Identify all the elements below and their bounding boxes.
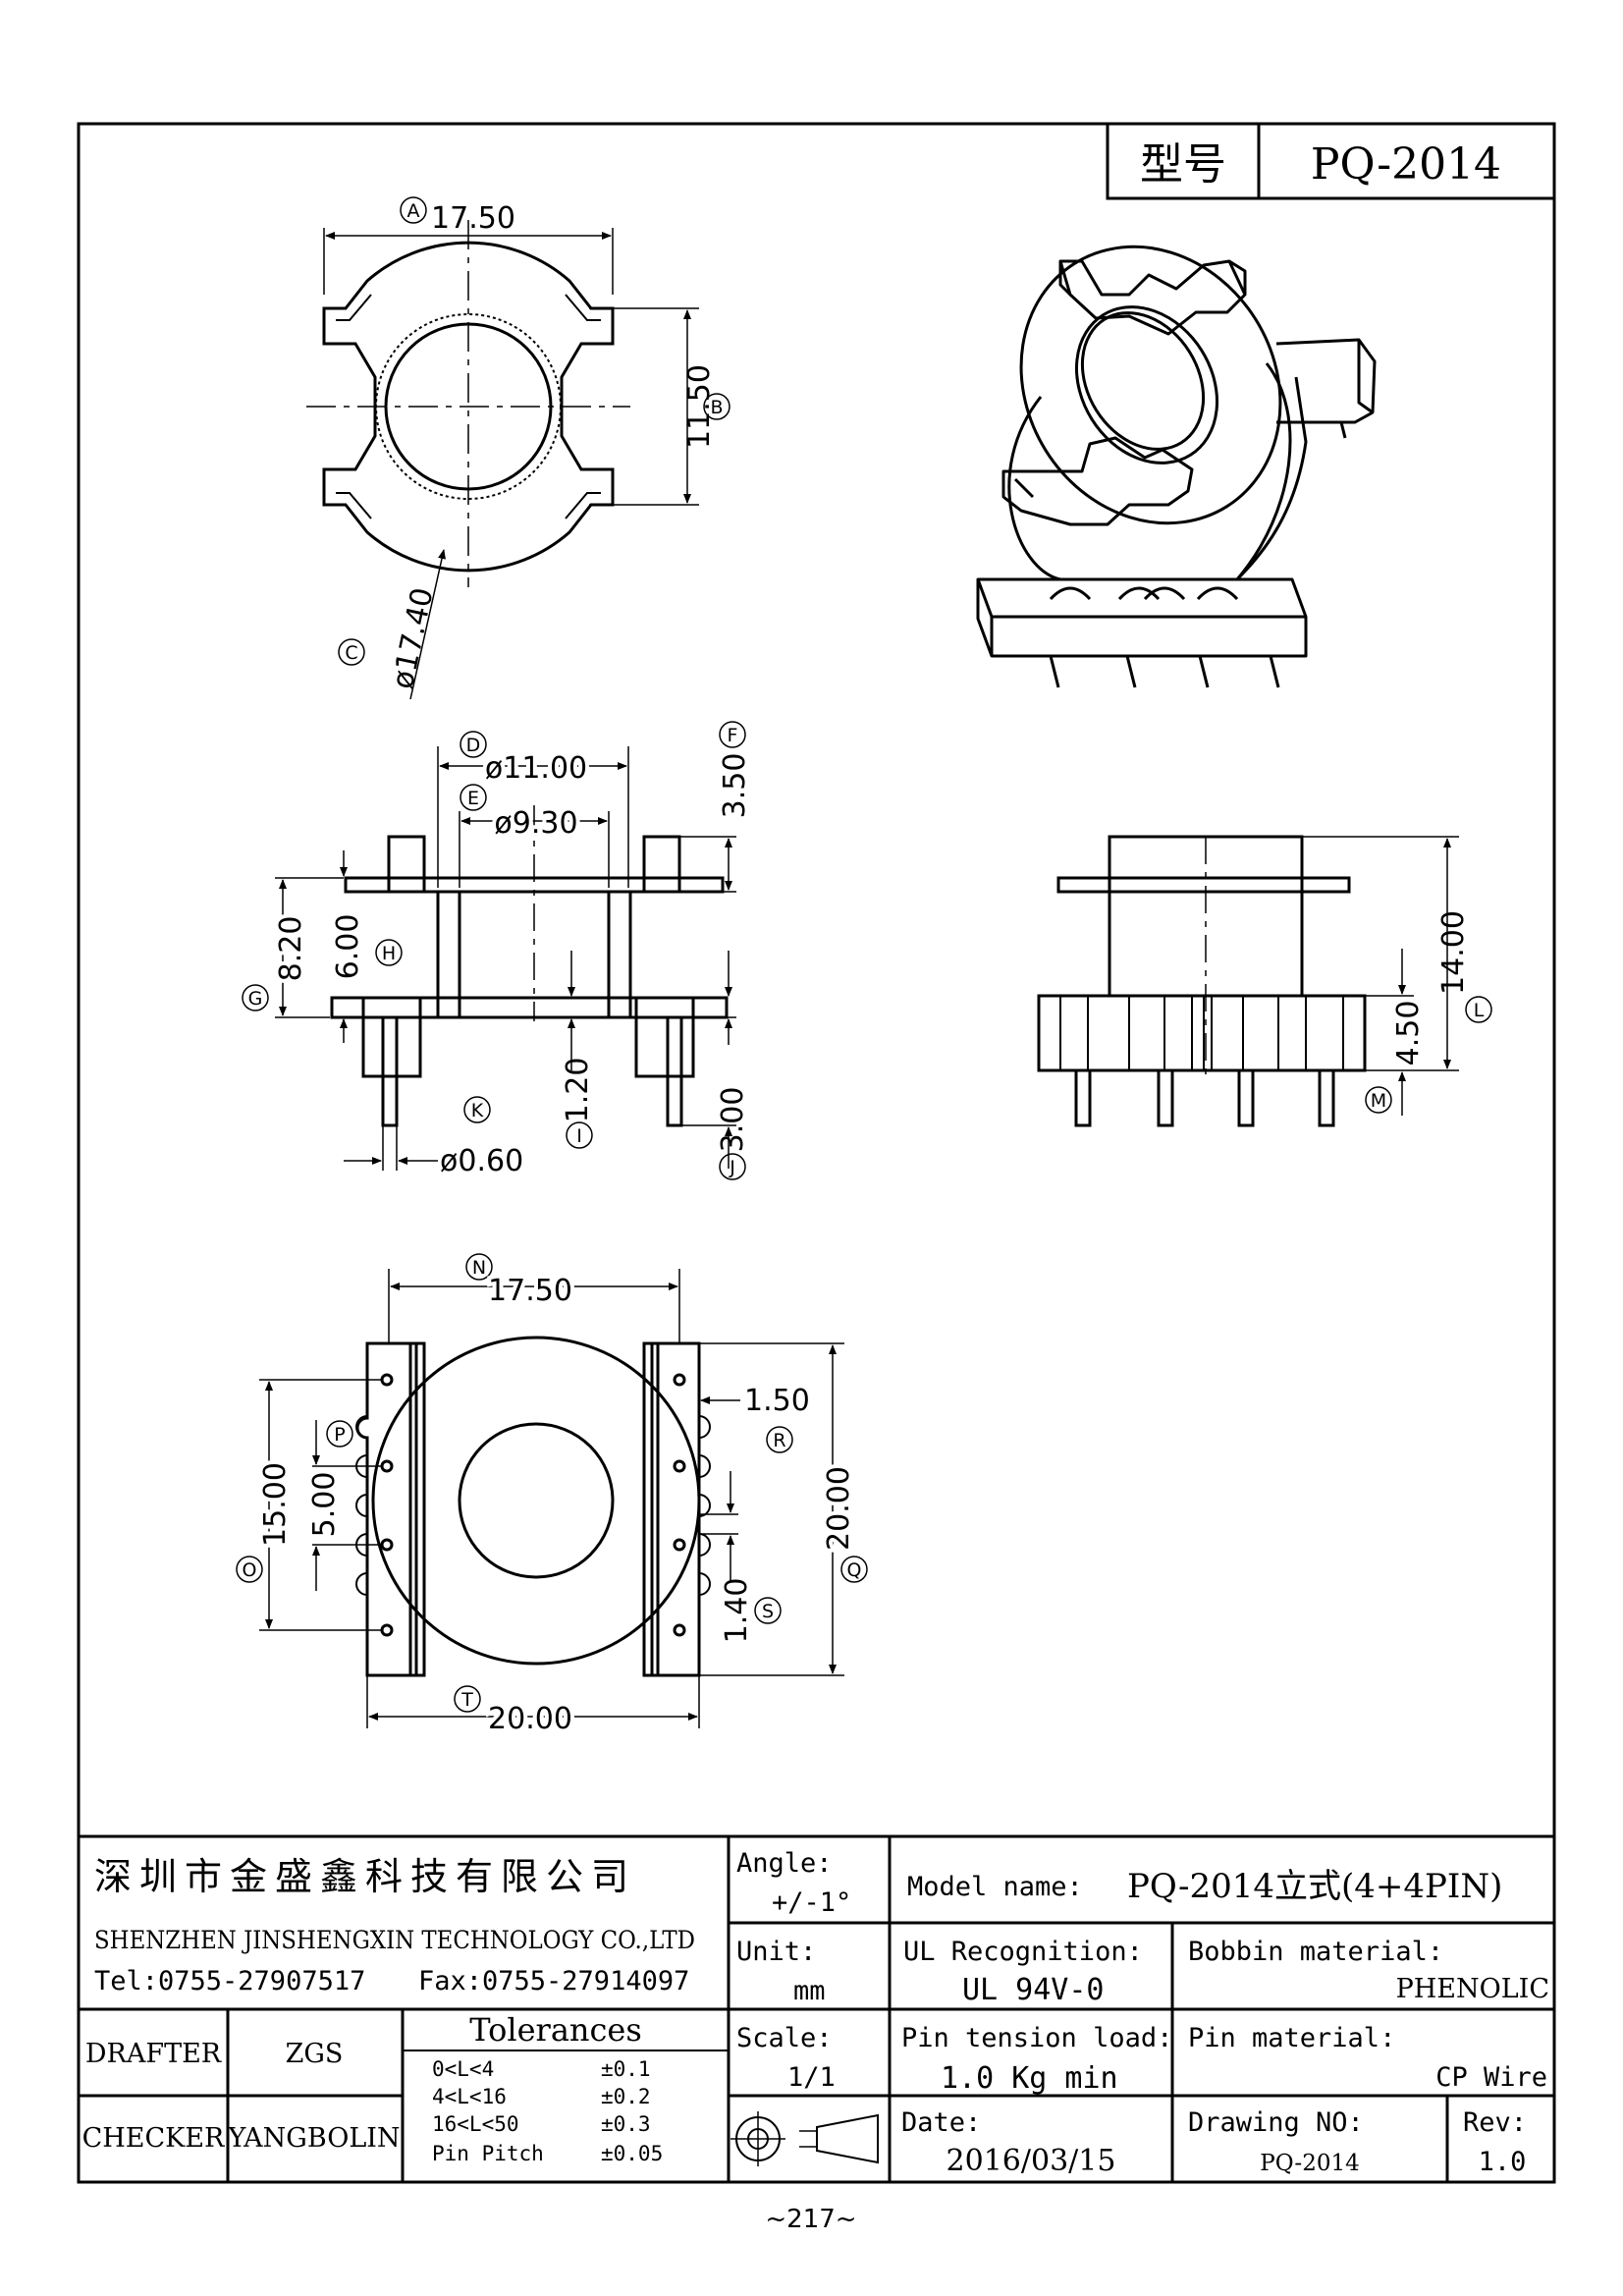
letter-l: L: [1474, 1000, 1485, 1021]
tolerances-title: Tolerances: [469, 2011, 642, 2049]
checker-label: CHECKER: [82, 2123, 225, 2154]
pin-material-value: CP Wire: [1435, 2062, 1547, 2093]
dim-k: ø0.60: [440, 1144, 523, 1178]
model-box-label: 型号: [1140, 139, 1226, 190]
letter-g: G: [248, 988, 263, 1010]
dim-e: ø9.30: [494, 806, 577, 841]
dim-h: 6.00: [331, 914, 365, 980]
model-name-label: Model name:: [907, 1872, 1083, 1902]
top-view: [306, 220, 699, 700]
dim-f: 3.50: [718, 753, 752, 819]
dim-p: 5.00: [307, 1472, 342, 1538]
model-name-value: PQ-2014立式(4+4PIN): [1127, 1867, 1502, 1906]
rev-value: 1.0: [1479, 2147, 1527, 2177]
letter-o: O: [243, 1559, 257, 1581]
isometric-view: [976, 245, 1377, 688]
checker-value: YANGBOLIN: [227, 2123, 400, 2154]
front-view-labels: D ø11.00 E ø9.30 F 3.50 8.20 G 6.00 H 1.…: [242, 721, 752, 1180]
letter-h: H: [382, 943, 396, 964]
front-view: [275, 746, 736, 1171]
angle-value: +/-1°: [772, 1887, 851, 1918]
pin-tension-label: Pin tension load:: [901, 2023, 1172, 2053]
angle-label: Angle:: [736, 1848, 833, 1879]
letter-k: K: [471, 1100, 484, 1121]
letter-q: Q: [847, 1559, 862, 1581]
tolerances-list: 0<L<4 ±0.1 4<L<16 ±0.2 16<L<50 ±0.3 Pin …: [432, 2057, 663, 2165]
letter-f: F: [728, 725, 738, 746]
dim-b: 11.50: [682, 364, 717, 449]
tolerance-value: ±0.3: [601, 2112, 651, 2136]
drawing-frame: [77, 122, 1556, 2184]
company-fax: Fax:0755-27914097: [418, 1966, 689, 1996]
top-view-labels: A 17.50 11.50 B C ø17.40: [338, 196, 730, 692]
date-label: Date:: [901, 2107, 981, 2138]
dim-o: 15.00: [258, 1462, 293, 1547]
tolerance-range: Pin Pitch: [432, 2142, 544, 2165]
letter-c: C: [345, 642, 357, 664]
company-name-cn: 深圳市金盛鑫科技有限公司: [94, 1855, 636, 1898]
title-block: [79, 1834, 1554, 2182]
pin-material-label: Pin material:: [1188, 2023, 1395, 2053]
letter-m: M: [1371, 1090, 1386, 1112]
scale-label: Scale:: [736, 2023, 833, 2053]
dim-a: 17.50: [431, 201, 515, 236]
dim-n: 17.50: [488, 1274, 572, 1308]
letter-p: P: [334, 1424, 345, 1446]
dim-m: 4.50: [1391, 1001, 1426, 1066]
dim-g: 8.20: [274, 916, 308, 982]
dim-j: 3.00: [716, 1087, 750, 1153]
letter-b: B: [710, 397, 723, 418]
letter-r: R: [773, 1430, 785, 1451]
ul-recognition-value: UL 94V-0: [962, 1973, 1105, 2007]
side-view-labels: 14.00 L 4.50 M: [1365, 910, 1492, 1114]
letter-d: D: [466, 735, 481, 756]
company-name-en: SHENZHEN JINSHENGXIN TECHNOLOGY CO.,LTD: [94, 1926, 695, 1954]
ul-recognition-label: UL Recognition:: [903, 1937, 1143, 1967]
bottom-view: [259, 1269, 844, 1728]
model-box: 型号 PQ-2014: [1106, 122, 1556, 200]
letter-s: S: [762, 1601, 774, 1622]
letter-a: A: [407, 200, 420, 222]
dim-s: 1.40: [720, 1578, 754, 1644]
letter-t: T: [460, 1689, 473, 1711]
tolerance-range: 4<L<16: [432, 2085, 507, 2108]
bobbin-material-label: Bobbin material:: [1188, 1937, 1443, 1967]
unit-label: Unit:: [736, 1937, 816, 1967]
dim-c: ø17.40: [386, 584, 441, 691]
bobbin-material-value: PHENOLIC: [1396, 1974, 1549, 2004]
tolerance-value: ±0.05: [601, 2142, 663, 2165]
tolerance-range: 0<L<4: [432, 2057, 494, 2081]
dim-l: 14.00: [1436, 910, 1471, 995]
page-number: ~217~: [765, 2205, 856, 2234]
pin-tension-value: 1.0 Kg min: [941, 2061, 1118, 2096]
letter-j: J: [729, 1157, 735, 1178]
date-value: 2016/03/15: [947, 2144, 1116, 2178]
letter-n: N: [472, 1257, 486, 1279]
letter-i: I: [576, 1125, 582, 1147]
model-box-value: PQ-2014: [1311, 139, 1501, 190]
dim-r: 1.50: [744, 1384, 810, 1418]
title-block-text: 深圳市金盛鑫科技有限公司 SHENZHEN JINSHENGXIN TECHNO…: [82, 1848, 1549, 2178]
dim-q: 20.00: [822, 1466, 856, 1551]
tolerance-range: 16<L<50: [432, 2112, 519, 2136]
company-tel: Tel:0755-27907517: [94, 1966, 365, 1996]
drafter-value: ZGS: [286, 2039, 344, 2069]
side-view: [1037, 835, 1459, 1127]
rev-label: Rev:: [1463, 2107, 1527, 2138]
tolerance-value: ±0.1: [601, 2057, 651, 2081]
drawing-no-value: PQ-2014: [1260, 2151, 1359, 2176]
bottom-view-labels: N 17.50 15.00 O P 5.00 20.00 Q 1.50 R 1.…: [236, 1253, 868, 1740]
letter-e: E: [467, 788, 479, 809]
dim-i: 1.20: [561, 1058, 595, 1123]
dim-t: 20.00: [488, 1702, 572, 1736]
scale-value: 1/1: [787, 2062, 836, 2093]
tolerance-value: ±0.2: [601, 2085, 651, 2108]
drafter-label: DRAFTER: [85, 2039, 222, 2069]
drawing-no-label: Drawing NO:: [1188, 2107, 1364, 2138]
unit-value: mm: [793, 1976, 826, 2006]
dim-d: ø11.00: [485, 751, 587, 786]
